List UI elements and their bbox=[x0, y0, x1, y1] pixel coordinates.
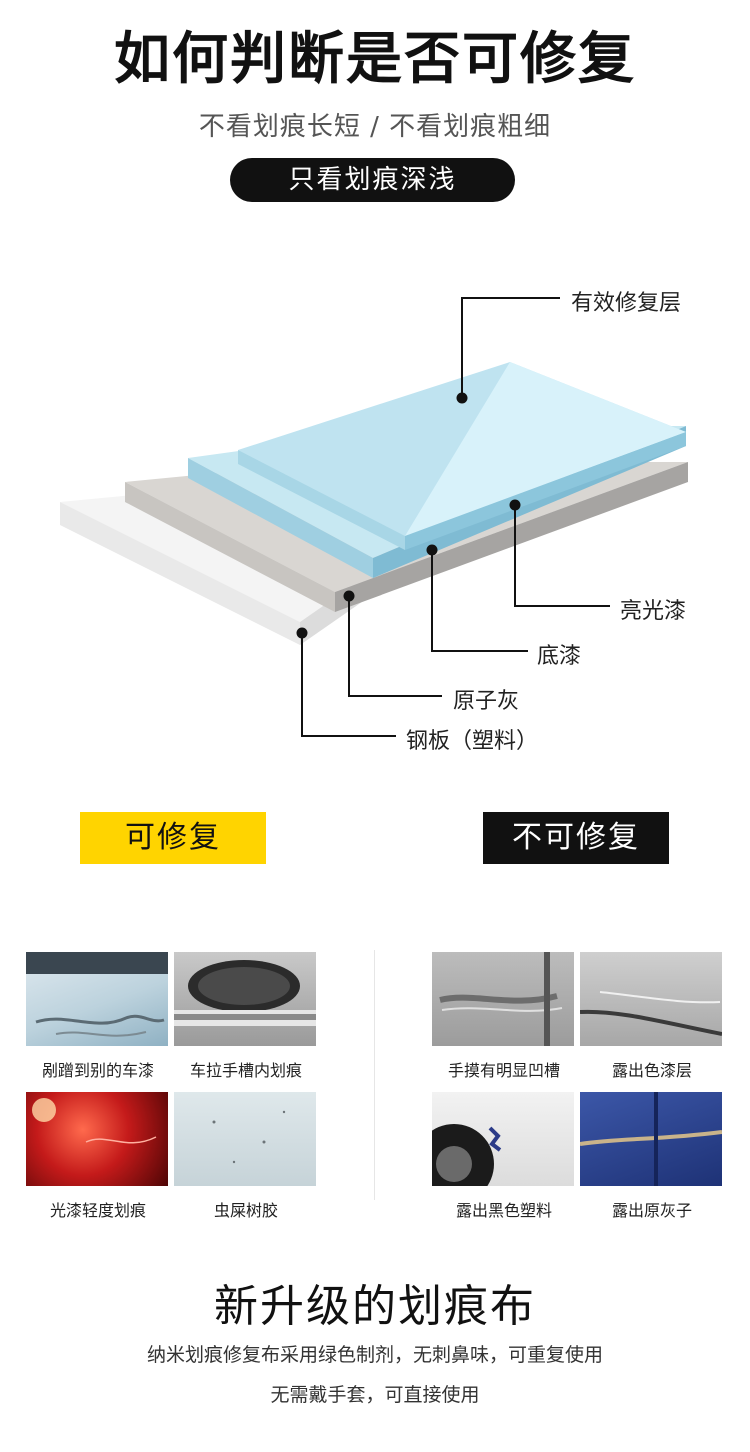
photo-handle-scratch bbox=[174, 952, 316, 1046]
clear-coat-dot bbox=[509, 499, 521, 511]
depth-pill: 只看划痕深浅 bbox=[230, 158, 515, 202]
label-clear-coat: 亮光漆 bbox=[620, 599, 687, 624]
clear-coat-layer bbox=[238, 362, 686, 550]
product-description-line1: 纳米划痕修复布采用绿色制剂，无刺鼻味，可重复使用 bbox=[146, 1344, 603, 1366]
label-steel: 钢板（塑料） bbox=[406, 729, 539, 754]
putty-dot bbox=[343, 590, 355, 602]
primer-dot bbox=[426, 544, 438, 556]
not-repairable-tag: 不可修复 bbox=[483, 812, 669, 864]
photo-primer-exposed bbox=[580, 1092, 722, 1186]
caption-handle-scratch: 车拉手槽内划痕 bbox=[189, 1061, 302, 1080]
caption-dent-groove: 手摸有明显凹槽 bbox=[447, 1061, 560, 1080]
product-title: 新升级的划痕布 bbox=[214, 1281, 536, 1332]
photo-paint-transfer bbox=[26, 952, 168, 1046]
layer-diagram bbox=[60, 297, 688, 737]
photo-dent-groove bbox=[432, 952, 574, 1046]
caption-color-coat-exposed: 露出色漆层 bbox=[611, 1061, 692, 1080]
section-divider bbox=[374, 950, 375, 1200]
repair-layer-dot bbox=[456, 392, 468, 404]
photo-clear-coat-scratch bbox=[26, 1092, 168, 1186]
leader-lines bbox=[301, 297, 610, 737]
caption-primer-exposed: 露出原灰子 bbox=[611, 1201, 692, 1220]
photo-black-plastic-exposed bbox=[432, 1092, 574, 1186]
product-description-line2: 无需戴手套，可直接使用 bbox=[270, 1384, 480, 1406]
photo-color-coat-exposed bbox=[580, 952, 722, 1046]
photo-bug-sap bbox=[174, 1092, 316, 1186]
caption-paint-transfer: 剐蹭到别的车漆 bbox=[41, 1061, 154, 1080]
repairable-tag: 可修复 bbox=[80, 812, 266, 864]
label-putty: 原子灰 bbox=[453, 689, 520, 714]
label-repair-layer: 有效修复层 bbox=[571, 291, 682, 316]
caption-black-plastic-exposed: 露出黑色塑料 bbox=[455, 1201, 552, 1220]
caption-clear-coat-scratch: 光漆轻度划痕 bbox=[49, 1201, 146, 1220]
page-title: 如何判断是否可修复 bbox=[114, 27, 636, 92]
label-primer: 底漆 bbox=[537, 644, 582, 669]
steel-dot bbox=[296, 627, 308, 639]
caption-bug-sap: 虫屎树胶 bbox=[213, 1201, 278, 1220]
page-subtitle: 不看划痕长短 / 不看划痕粗细 bbox=[198, 112, 552, 142]
